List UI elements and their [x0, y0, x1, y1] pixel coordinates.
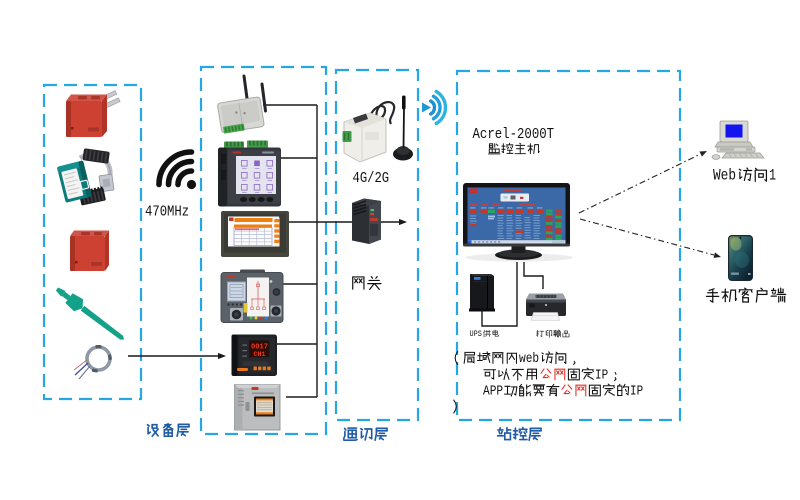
svg-text:APP: APP [483, 384, 503, 399]
svg-text:0017: 0017 [251, 344, 268, 352]
svg-text:UPS: UPS [470, 329, 482, 339]
svg-text:470MHz: 470MHz [145, 205, 189, 221]
svg-text:web: web [519, 351, 539, 367]
svg-text:Web: Web [713, 166, 736, 184]
svg-text:IP: IP [630, 384, 643, 399]
svg-text:Acrel-2000T: Acrel-2000T [473, 127, 555, 143]
svg-text:1: 1 [769, 166, 776, 184]
svg-text:4G/2G: 4G/2G [353, 171, 390, 187]
svg-text:IP: IP [595, 368, 608, 383]
svg-text:CH1: CH1 [254, 351, 266, 358]
